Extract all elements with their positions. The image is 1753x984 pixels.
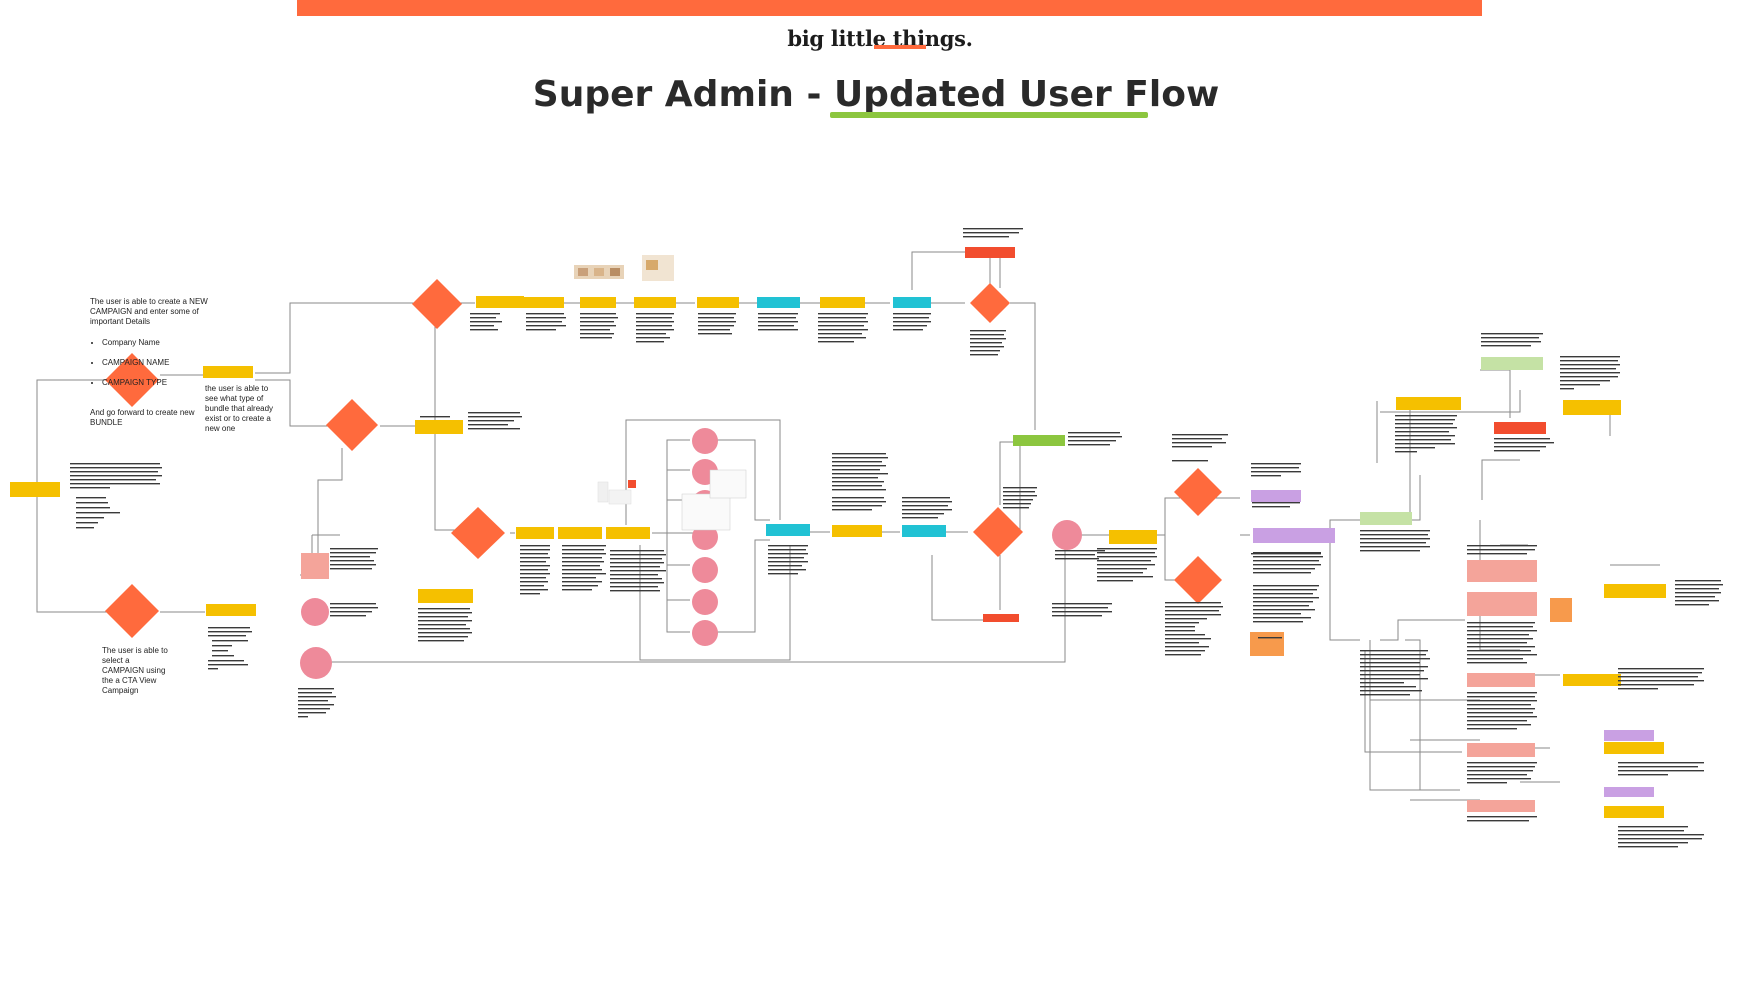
teal-box (766, 524, 810, 536)
process-box (476, 296, 524, 308)
process-box (606, 527, 650, 539)
process-box (418, 589, 473, 603)
note-item: CAMPAIGN TYPE (102, 378, 210, 388)
process-box (580, 297, 616, 308)
thumbnail (610, 268, 620, 276)
process-box (415, 420, 463, 434)
process-box (1563, 400, 1621, 415)
process-boxes-teal (757, 297, 946, 537)
pink-circles (300, 428, 1082, 679)
thumbnail (709, 469, 747, 499)
process-box (1109, 530, 1157, 544)
process-box (524, 297, 564, 308)
pink-circle (692, 557, 718, 583)
logo-underline (874, 45, 926, 49)
thumbnail (594, 268, 604, 276)
start-box (10, 482, 60, 497)
teal-box (902, 525, 946, 537)
decision-diamond (970, 283, 1010, 323)
green-box (1013, 435, 1065, 446)
pink-circle (692, 428, 718, 454)
top-accent-bar (297, 0, 1482, 16)
decision-diamonds (105, 279, 1222, 638)
salmon-box (1467, 673, 1535, 687)
process-box (832, 525, 882, 537)
salmon-box (1467, 800, 1535, 812)
note-create-campaign-text: The user is able to create a NEW CAMPAIG… (90, 297, 208, 326)
note-select-campaign: The user is able to select a CAMPAIGN us… (102, 646, 168, 695)
process-box (203, 366, 253, 378)
connector-lines (36, 251, 1660, 801)
process-box (1396, 397, 1461, 410)
red-box (1494, 422, 1546, 434)
decision-diamond (451, 507, 505, 559)
page-title: Super Admin - Updated User Flow (520, 74, 1232, 115)
small-annotation-lines (70, 228, 1723, 848)
decision-diamond (973, 507, 1023, 557)
title-prefix: Super Admin - (532, 74, 834, 115)
thumbnail (608, 489, 632, 505)
pink-circle (692, 589, 718, 615)
pink-circle (300, 647, 332, 679)
note-item: CAMPAIGN NAME (102, 358, 210, 368)
pink-circle (692, 524, 718, 550)
decision-diamond (412, 279, 462, 329)
salmon-box (1467, 592, 1537, 616)
note-create-campaign: The user is able to create a NEW CAMPAIG… (90, 287, 210, 428)
thumbnail-images (574, 255, 747, 531)
process-box (697, 297, 739, 308)
process-box (206, 604, 256, 616)
process-boxes-salmon (301, 553, 1537, 812)
process-boxes-red (965, 247, 1546, 622)
pink-circle (301, 598, 329, 626)
green-box (1360, 512, 1412, 525)
orange-sticky-note (1250, 632, 1284, 656)
decision-diamond (1174, 556, 1222, 604)
small-orange-box (1550, 598, 1572, 622)
process-box (820, 297, 865, 308)
salmon-box (1467, 560, 1537, 582)
process-box (1563, 674, 1621, 686)
thumbnail (646, 260, 658, 270)
pink-circle (1052, 520, 1082, 550)
decision-diamond (105, 584, 159, 638)
green-box (1481, 357, 1543, 370)
thumbnail (628, 480, 636, 488)
teal-box (893, 297, 931, 308)
note-see-bundles: the user is able to see what type of bun… (205, 384, 274, 433)
decision-diamond (1174, 468, 1222, 516)
purple-box (1251, 490, 1301, 502)
thumbnail (681, 493, 731, 531)
salmon-box (301, 553, 329, 579)
title-highlight: Updated User Flow (833, 74, 1220, 115)
process-box (634, 297, 676, 308)
process-boxes-green (1013, 357, 1543, 525)
purple-box (1604, 730, 1654, 741)
thumbnail (597, 481, 609, 503)
process-box (1604, 806, 1664, 818)
process-box (1604, 742, 1664, 754)
decision-diamond (105, 353, 159, 407)
thumbnail (578, 268, 588, 276)
red-box (983, 614, 1019, 622)
process-boxes-yellow (10, 296, 1666, 818)
process-boxes-purple (1251, 490, 1654, 797)
purple-box (1253, 528, 1335, 543)
process-box (558, 527, 602, 539)
purple-box (1604, 787, 1654, 797)
teal-box (757, 297, 800, 308)
salmon-box (1467, 743, 1535, 757)
note-create-campaign-tail: And go forward to create new BUNDLE (90, 408, 195, 427)
pink-circle (692, 620, 718, 646)
process-box (1604, 584, 1666, 598)
note-item: Company Name (102, 338, 210, 348)
red-box (965, 247, 1015, 258)
decision-diamond (326, 399, 378, 451)
process-box (516, 527, 554, 539)
title-highlight-underline (830, 112, 1148, 118)
